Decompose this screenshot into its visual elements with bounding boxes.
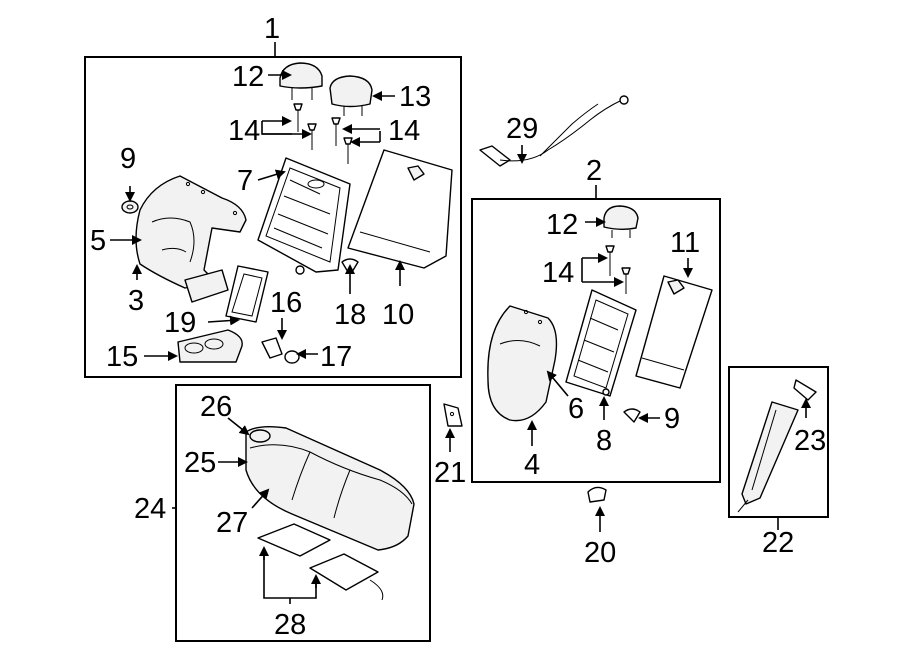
callout-20: 20 xyxy=(584,537,616,569)
callout-17: 17 xyxy=(320,341,352,373)
release-cable-29 xyxy=(479,95,629,167)
callout-27: 27 xyxy=(216,507,248,539)
nut-9-left xyxy=(121,200,139,214)
seat-back-cover-3 xyxy=(135,175,247,289)
bolt-20 xyxy=(587,486,607,503)
callout-7: 7 xyxy=(237,165,253,197)
callout-12-lower: 12 xyxy=(546,209,578,241)
callout-10: 10 xyxy=(382,299,414,331)
callout-9-left: 9 xyxy=(120,143,136,175)
side-bolster-22 xyxy=(737,401,799,513)
callout-8: 8 xyxy=(596,425,612,457)
callout-14-lower: 14 xyxy=(542,257,574,289)
callout-9-right: 9 xyxy=(664,403,680,435)
cover-23 xyxy=(793,379,817,401)
callout-14-upper-right: 14 xyxy=(388,115,420,147)
callout-26: 26 xyxy=(200,391,232,423)
armrest-19-15 xyxy=(177,265,269,363)
callout-25: 25 xyxy=(184,447,216,479)
callout-5: 5 xyxy=(90,225,106,257)
bracket-21 xyxy=(443,403,463,427)
headrest-13 xyxy=(329,75,373,116)
callout-13: 13 xyxy=(399,81,431,113)
callout-22: 22 xyxy=(762,527,794,559)
group-1-frame xyxy=(84,56,462,378)
callout-4: 4 xyxy=(524,449,540,481)
callout-2: 2 xyxy=(586,155,602,187)
pads-27-28 xyxy=(257,523,384,601)
seat-cushion-25 xyxy=(245,425,415,551)
callout-19: 19 xyxy=(164,307,196,339)
callout-28: 28 xyxy=(274,609,306,641)
callout-11: 11 xyxy=(670,227,700,259)
callout-3: 3 xyxy=(128,285,144,317)
seat-back-cover-4 xyxy=(487,305,558,422)
callout-23: 23 xyxy=(794,425,826,457)
callout-14-upper-left: 14 xyxy=(228,115,260,147)
back-panel-11 xyxy=(635,275,713,389)
bolt-16-clip-17 xyxy=(261,337,300,364)
callout-16: 16 xyxy=(270,287,302,319)
callout-1: 1 xyxy=(264,13,280,45)
leader-lines xyxy=(110,42,811,604)
nut-9-right xyxy=(623,408,641,423)
callout-29: 29 xyxy=(506,113,538,145)
seat-back-frame-7 xyxy=(257,157,351,273)
headrest-guides-14-lower xyxy=(605,245,631,294)
callout-12-upper: 12 xyxy=(232,61,264,93)
group-24-frame xyxy=(175,384,431,642)
callout-15: 15 xyxy=(106,341,138,373)
callout-24: 24 xyxy=(134,493,166,525)
headrest-12-lower xyxy=(603,205,639,238)
seat-back-frame-8 xyxy=(565,289,637,397)
back-panel-10 xyxy=(347,149,453,269)
callout-21: 21 xyxy=(434,457,466,489)
callout-18: 18 xyxy=(334,299,366,331)
headrest-12-upper xyxy=(279,62,323,100)
callout-6: 6 xyxy=(568,393,584,425)
